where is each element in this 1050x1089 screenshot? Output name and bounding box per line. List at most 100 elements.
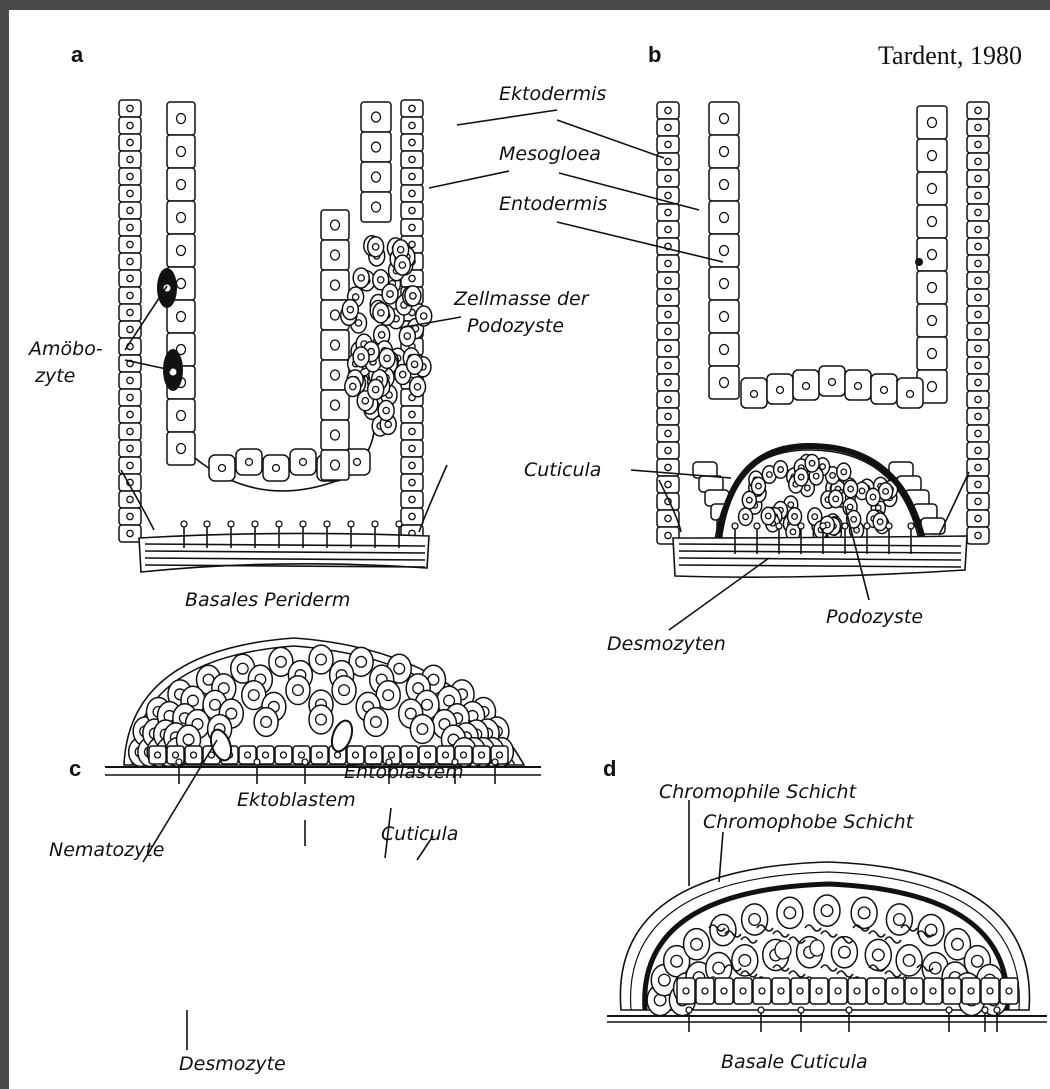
- cell-nucleus: [805, 485, 811, 491]
- cell-nucleus: [777, 387, 784, 394]
- desmocyte-head: [300, 521, 306, 527]
- cell-nucleus: [975, 532, 981, 538]
- desmocyte-head: [372, 521, 378, 527]
- cell-nucleus: [409, 241, 415, 247]
- cell-nucleus: [788, 502, 794, 508]
- cell-nucleus: [372, 386, 378, 392]
- cell-nucleus: [975, 277, 981, 283]
- cell-nucleus: [409, 411, 415, 417]
- cell-nucleus: [665, 345, 671, 351]
- cell-nucleus: [127, 292, 133, 298]
- cell-nucleus: [372, 202, 381, 212]
- cell-nucleus: [975, 362, 981, 368]
- cell-nucleus: [409, 462, 415, 468]
- cell-nucleus: [409, 105, 415, 111]
- cell-nucleus: [759, 988, 765, 994]
- cell-nucleus: [335, 752, 341, 758]
- cell-nucleus: [930, 988, 936, 994]
- cell-nucleus: [358, 275, 364, 281]
- cell-nucleus: [975, 243, 981, 249]
- cell-nucleus: [841, 469, 847, 475]
- cell-nucleus: [713, 962, 725, 974]
- cell-nucleus: [894, 914, 906, 926]
- cell-nucleus: [378, 277, 384, 283]
- cell-nucleus: [928, 250, 937, 260]
- cell-nucleus: [778, 988, 784, 994]
- cell-nucleus: [975, 124, 981, 130]
- desmocyte-head: [254, 759, 260, 765]
- cell-nucleus: [372, 112, 381, 122]
- cell-nucleus: [389, 752, 395, 758]
- cell-nucleus: [219, 465, 226, 472]
- cell-nucleus: [720, 114, 729, 124]
- desmocyte-head: [252, 521, 258, 527]
- cell-nucleus: [720, 312, 729, 322]
- cell-nucleus: [767, 472, 773, 478]
- cell-nucleus: [720, 378, 729, 388]
- cell-nucleus: [665, 209, 671, 215]
- label-chromophobe: Chromophobe Schicht: [703, 811, 915, 833]
- label-desmocytes: Desmozyten: [607, 633, 726, 655]
- cell-nucleus: [975, 107, 981, 113]
- cell-nucleus: [720, 246, 729, 256]
- label-entoblastem: Entoblastem: [344, 761, 464, 783]
- cell-nucleus: [443, 752, 449, 758]
- cell-nucleus: [248, 690, 259, 701]
- cell-nucleus: [665, 192, 671, 198]
- cell-nucleus: [816, 988, 822, 994]
- cell-nucleus: [127, 207, 133, 213]
- cell-nucleus: [317, 752, 323, 758]
- cell-nucleus: [691, 938, 703, 950]
- cell-nucleus: [665, 311, 671, 317]
- cell-nucleus: [127, 445, 133, 451]
- cell-nucleus: [665, 532, 671, 538]
- cell-nucleus: [127, 394, 133, 400]
- cell-nucleus: [372, 172, 381, 182]
- cell-nucleus: [665, 447, 671, 453]
- cell-nucleus: [409, 275, 415, 281]
- cell-nucleus: [928, 217, 937, 227]
- cell-nucleus: [409, 207, 415, 213]
- basal-periderm-b: [673, 536, 967, 577]
- desmocyte-head: [842, 523, 848, 529]
- label-cuticula-c: Cuticula: [381, 823, 458, 845]
- cell-nucleus: [839, 946, 851, 958]
- cell-nucleus: [975, 396, 981, 402]
- desmocyte-head: [396, 521, 402, 527]
- desmocyte-head: [946, 1007, 952, 1013]
- cell-nucleus: [352, 294, 358, 300]
- cell-nucleus: [721, 988, 727, 994]
- cell-nucleus: [975, 498, 981, 504]
- cell-nucleus: [370, 717, 381, 728]
- cell-nucleus: [347, 306, 353, 312]
- cell-nucleus: [397, 246, 403, 252]
- cell-nucleus: [409, 224, 415, 230]
- cell-nucleus: [316, 714, 327, 725]
- cell-nucleus: [371, 752, 377, 758]
- label-mesogloea: Mesogloea: [499, 143, 601, 165]
- cell-nucleus: [127, 513, 133, 519]
- cell-nucleus: [720, 180, 729, 190]
- cell-nucleus: [975, 430, 981, 436]
- cell-nucleus: [975, 175, 981, 181]
- cell-nucleus: [833, 496, 839, 502]
- cell-nucleus: [665, 124, 671, 130]
- cell-nucleus: [975, 192, 981, 198]
- cell-nucleus: [127, 156, 133, 162]
- cell-nucleus: [127, 190, 133, 196]
- cell-nucleus: [665, 294, 671, 300]
- cell-nucleus: [765, 513, 771, 519]
- small-dark-cell: [915, 258, 923, 266]
- cell-nucleus: [975, 464, 981, 470]
- label-amoebocyte-line2: zyte: [34, 365, 75, 387]
- cell-nucleus: [350, 383, 356, 389]
- figure-page: Tardent, 1980 a b c d Amöbo- zyte Zellma…: [9, 10, 1050, 1089]
- cell-nucleus: [394, 663, 405, 674]
- cell-nucleus: [790, 529, 796, 535]
- cell-nucleus: [830, 473, 836, 479]
- desmocyte-head: [492, 759, 498, 765]
- cell-nucleus: [127, 309, 133, 315]
- cell-nucleus: [422, 699, 433, 710]
- cell-nucleus: [191, 752, 197, 758]
